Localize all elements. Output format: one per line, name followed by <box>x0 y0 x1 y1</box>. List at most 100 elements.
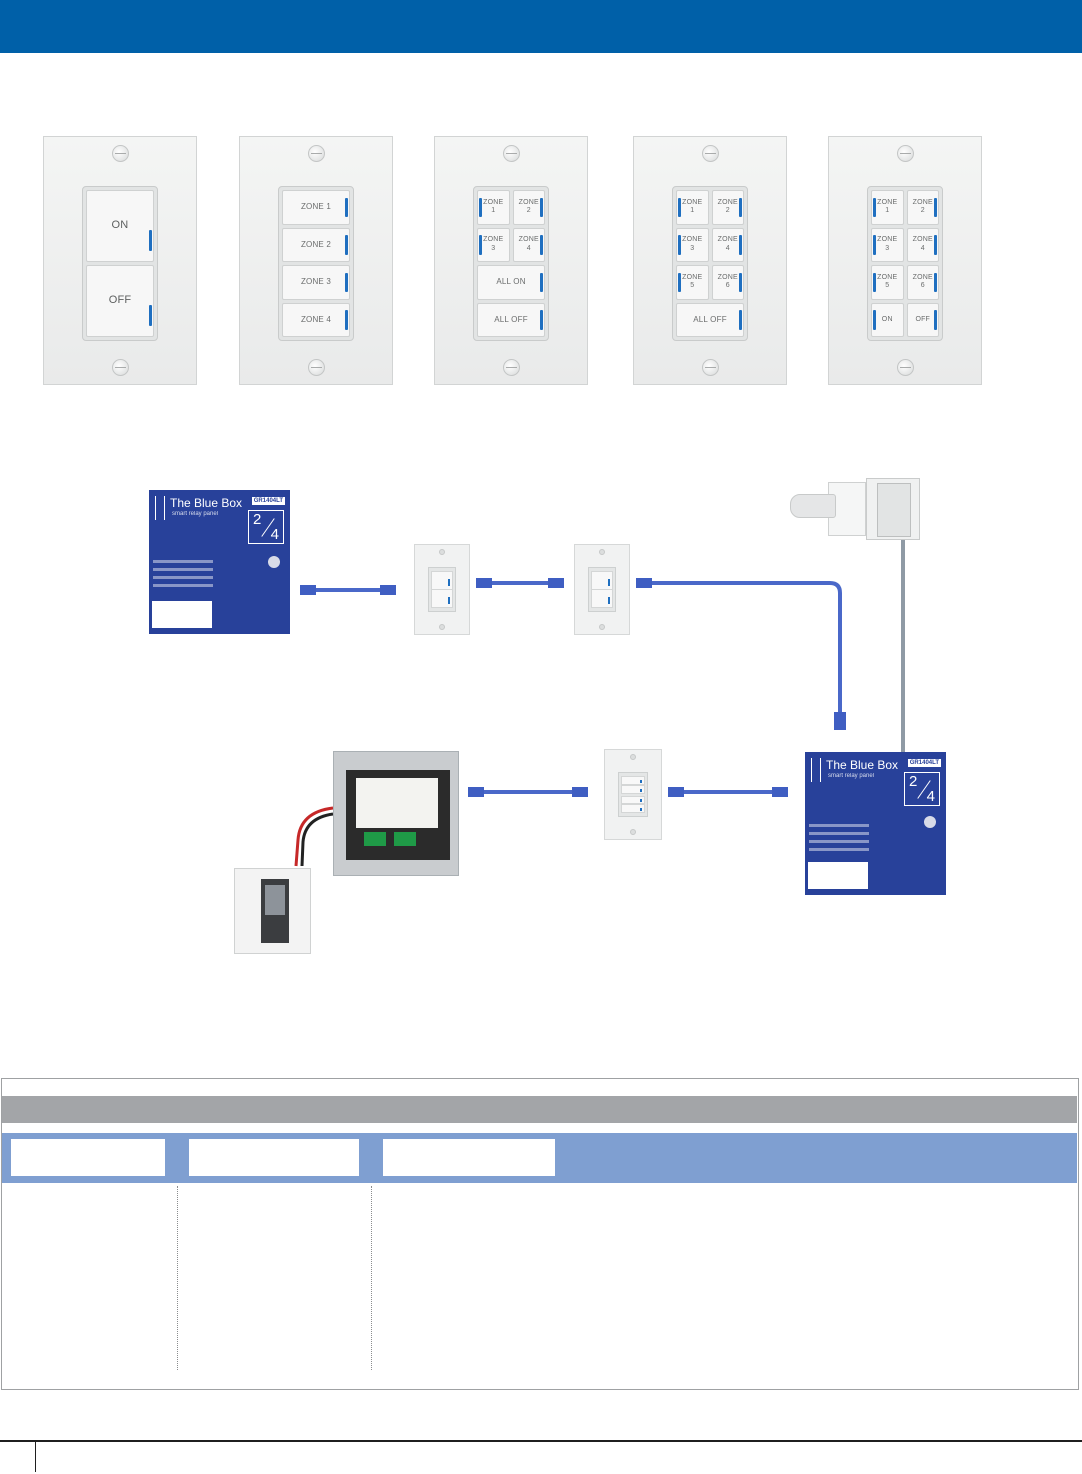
status-led-icon <box>739 310 742 330</box>
fine-print <box>153 560 213 563</box>
keypad: ON OFF <box>82 186 158 341</box>
relay-panel-title: The Blue Box <box>826 758 899 772</box>
keypad-button-label: ALL OFF <box>494 314 528 324</box>
keypad-button[interactable]: ZONE 1 <box>871 190 904 225</box>
fine-print <box>153 576 213 579</box>
keypad-button[interactable]: ZONE 3 <box>676 227 709 262</box>
keypad-button[interactable]: ZONE 1 <box>282 190 350 225</box>
keypad-button[interactable]: ZONE 2 <box>906 190 939 225</box>
keypad-button-label: ZONE 1 <box>682 198 703 215</box>
keypad-button-label: ZONE 2 <box>912 198 933 215</box>
keypad-row: ALL OFF <box>676 302 744 337</box>
relay-panel-bottom: The Blue Box smart relay panel GR1404LT … <box>805 752 946 895</box>
fine-print <box>809 840 869 843</box>
screw-icon <box>111 145 129 162</box>
thermostat-device <box>234 868 311 954</box>
controller-enclosure <box>333 751 459 876</box>
keypad-button[interactable]: ZONE 2 <box>282 227 350 262</box>
relay-count-badge: 2 4 <box>904 772 940 806</box>
status-led-icon <box>540 235 543 255</box>
brand-mark <box>811 758 821 782</box>
rj45-connector <box>380 585 396 595</box>
keypad-button[interactable]: ON <box>86 190 154 262</box>
keypad-button-label: ALL ON <box>496 277 526 287</box>
status-led-icon <box>873 310 876 330</box>
status-led-icon <box>540 197 543 217</box>
keypad-button[interactable]: ALL OFF <box>676 302 744 337</box>
keypad-button-label: OFF <box>108 294 132 307</box>
fine-print <box>153 568 213 571</box>
badge-bottom: 4 <box>270 526 279 543</box>
keypad-button[interactable]: ZONE 2 <box>711 190 744 225</box>
keypad-button[interactable]: ZONE 6 <box>906 265 939 300</box>
keypad-row: OFF <box>86 265 154 337</box>
keypad-button[interactable]: OFF <box>906 302 939 337</box>
rj45-connector <box>300 585 316 595</box>
keypad-button[interactable]: ZONE 5 <box>871 265 904 300</box>
screw-icon <box>111 359 129 376</box>
light-fixture-icon <box>790 494 836 518</box>
keypad-row: ZONE 3 ZONE 4 <box>871 227 939 262</box>
keypad-button[interactable]: ZONE 4 <box>512 227 545 262</box>
keypad-button-label: ZONE 3 <box>483 236 504 252</box>
footer-tick <box>35 1442 36 1472</box>
status-led-icon <box>345 197 348 217</box>
keypad-row: ZONE 4 <box>282 302 350 337</box>
status-led-icon <box>739 235 742 255</box>
keypad-button-label: ZONE 5 <box>682 273 703 290</box>
panel-label-area <box>808 862 868 889</box>
footer-rule <box>0 1440 1082 1442</box>
keypad-button-label: ZONE 5 <box>877 273 898 290</box>
table-header-cell <box>189 1139 359 1176</box>
keypad-button-label: ZONE 6 <box>912 273 933 290</box>
keypad-button[interactable]: ALL ON <box>477 265 545 300</box>
keypad-button[interactable]: ZONE 4 <box>282 302 350 337</box>
table-column-divider <box>177 1186 178 1370</box>
status-led-icon <box>873 272 876 292</box>
fine-print <box>153 584 213 587</box>
keypad-button[interactable]: ZONE 3 <box>871 227 904 262</box>
screw-icon <box>502 359 520 376</box>
brand-mark <box>155 496 165 520</box>
screw-icon <box>502 145 520 162</box>
relay-panel-top: The Blue Box smart relay panel GR1404LT … <box>149 490 290 634</box>
badge-top: 2 <box>909 773 918 790</box>
status-led-icon <box>345 272 348 292</box>
status-led-icon <box>479 197 482 217</box>
rj45-connector <box>548 578 564 588</box>
keypad-button[interactable]: OFF <box>86 265 154 337</box>
cat5-cable <box>640 581 842 725</box>
rj45-connector <box>772 787 788 797</box>
status-led-icon <box>873 235 876 255</box>
keypad-button-label: ZONE 4 <box>717 236 738 252</box>
keypad-button[interactable]: ZONE 1 <box>477 190 510 225</box>
keypad-button[interactable]: ZONE 5 <box>676 265 709 300</box>
keypad-button-label: ZONE 1 <box>877 198 898 215</box>
keypad-button[interactable]: ZONE 4 <box>906 227 939 262</box>
keypad-button[interactable]: ZONE 1 <box>676 190 709 225</box>
status-led-icon <box>678 197 681 217</box>
keypad-button[interactable]: ZONE 3 <box>282 265 350 300</box>
screw-icon <box>896 145 914 162</box>
relay-panel-model: GR1404LT <box>907 759 941 767</box>
keypad-row: ZONE 1 ZONE 2 <box>871 190 939 225</box>
keypad-button-label: ZONE 3 <box>682 236 703 252</box>
keypad-button[interactable]: ZONE 2 <box>512 190 545 225</box>
thermostat-wire-black <box>300 812 334 867</box>
keypad-button[interactable]: ZONE 4 <box>711 227 744 262</box>
keypad-button-label: ZONE 1 <box>300 202 332 212</box>
keypad-row: ZONE 5 ZONE 6 <box>871 265 939 300</box>
screw-icon <box>701 359 719 376</box>
keypad-button-label: ZONE 3 <box>877 236 898 252</box>
status-led-icon <box>739 272 742 292</box>
status-led-icon <box>934 197 937 217</box>
keypad-button[interactable]: ALL OFF <box>477 302 545 337</box>
keypad-button[interactable]: ON <box>871 302 904 337</box>
keypad-button[interactable]: ZONE 6 <box>711 265 744 300</box>
keypad-button[interactable]: ZONE 3 <box>477 227 510 262</box>
